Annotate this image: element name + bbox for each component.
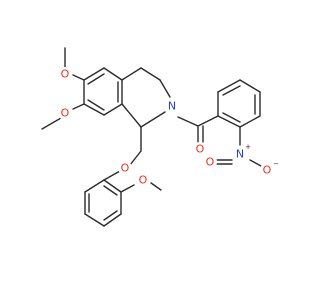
charge-plus: + bbox=[245, 143, 251, 151]
svg-text:O: O bbox=[196, 143, 205, 156]
svg-text:N: N bbox=[236, 148, 244, 161]
svg-text:O: O bbox=[263, 164, 272, 177]
atom-oxygen-methoxy-aryl: O bbox=[136, 173, 150, 187]
molecule-structure-diagram: O O N O N + O O − O bbox=[41, 47, 279, 227]
atom-oxygen-methoxy-bottom: O bbox=[58, 106, 72, 120]
atom-oxygen-methoxy-top: O bbox=[58, 67, 72, 81]
charge-minus: − bbox=[273, 160, 279, 168]
atom-oxygen-nitro-left: O bbox=[203, 155, 217, 169]
svg-text:N: N bbox=[168, 100, 176, 113]
svg-text:O: O bbox=[206, 156, 215, 169]
atom-oxygen-carbonyl: O bbox=[193, 142, 207, 156]
bond-lines bbox=[41, 47, 262, 227]
svg-text:O: O bbox=[61, 107, 70, 120]
svg-text:O: O bbox=[139, 174, 148, 187]
svg-text:O: O bbox=[61, 68, 70, 81]
atom-labels: O O N O N + O O − O bbox=[58, 67, 279, 187]
atom-oxygen-ether: O bbox=[118, 161, 132, 175]
atom-oxygen-nitro-right: O − bbox=[260, 160, 279, 177]
atom-nitrogen-amide: N bbox=[165, 99, 179, 113]
atom-nitrogen-nitro: N + bbox=[233, 143, 251, 161]
svg-text:O: O bbox=[121, 162, 130, 175]
